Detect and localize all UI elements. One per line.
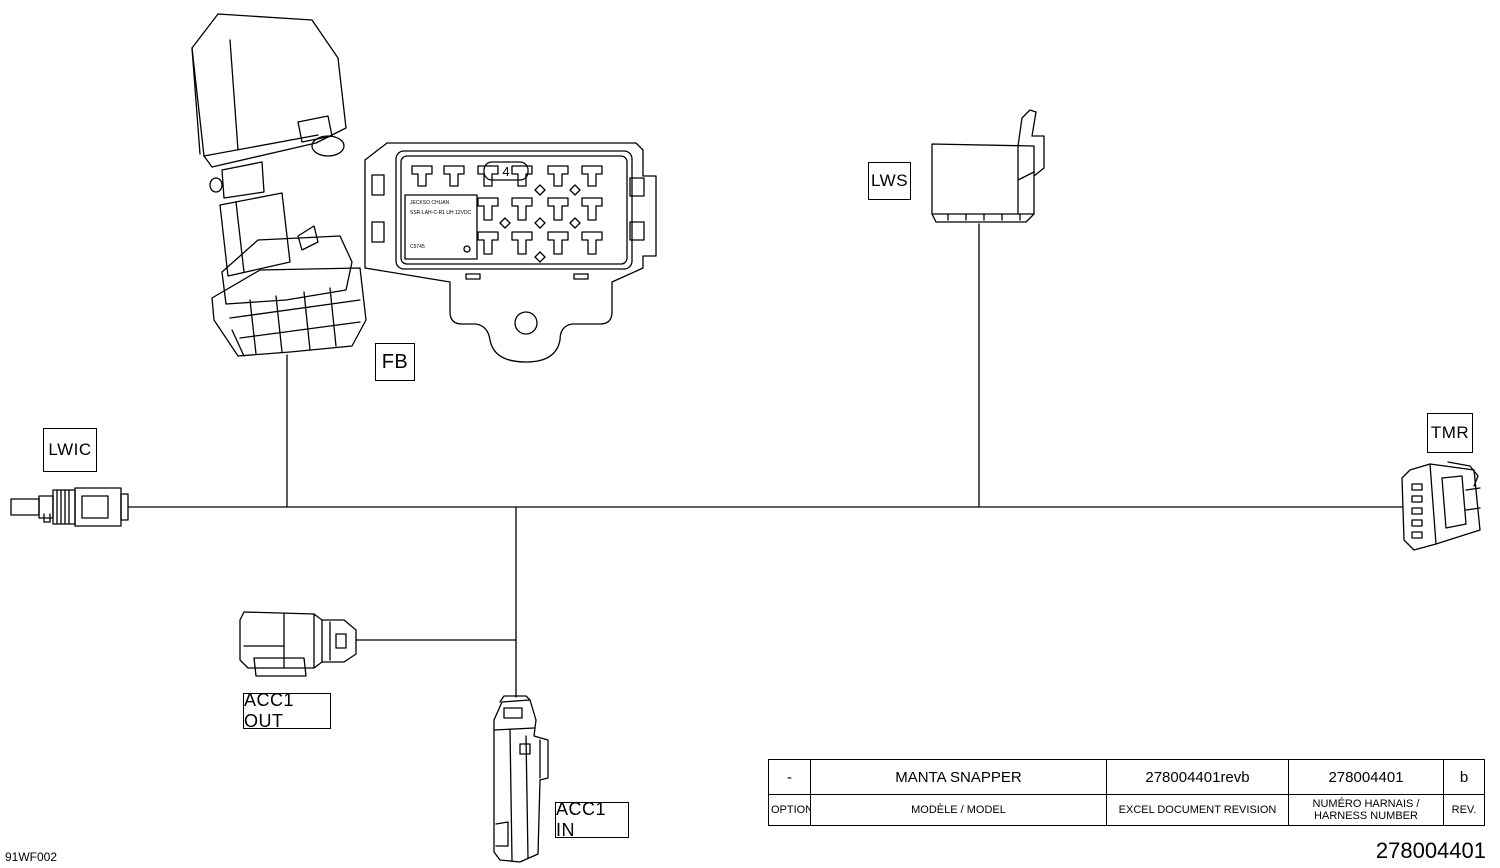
acc1-in-connector [493,695,549,863]
label-acc1-out: ACC1 OUT [243,690,331,731]
lwic-connector [10,487,129,527]
harness-number-header: NUMÉRO HARNAIS / HARNESS NUMBER [1288,794,1444,826]
excel-revision-header: EXCEL DOCUMENT REVISION [1106,794,1289,826]
harness-wires [127,223,1403,698]
terminal-diamonds [499,184,581,263]
label-lwic: LWIC [43,428,97,472]
lws-connector [931,109,1045,223]
label-acc1-in: ACC1 IN [555,799,629,840]
fuse-box-text-3: C5745 [410,244,425,250]
label-fb: FB [375,343,415,381]
drawing-code: 91WF002 [5,850,58,864]
label-lws: LWS [868,162,911,200]
model-value: MANTA SNAPPER [810,759,1107,795]
model-header: MODÈLE / MODEL [810,794,1107,826]
option-value: - [768,759,811,795]
fb-relay-connector [191,13,367,357]
acc1-out-connector [239,611,357,677]
fuse-box-text-1: JECKSO CHUAN [410,200,450,206]
title-block: - MANTA SNAPPER 278004401revb 278004401 … [768,759,1485,826]
rev-value: b [1443,759,1485,795]
harness-number-value: 278004401 [1288,759,1444,795]
fuse-box-text-2: SSR-LAH-C-R1 UH 12VDC [410,210,472,216]
fuse-terminals [411,165,603,255]
rev-header: REV. [1443,794,1485,826]
tmr-connector [1401,461,1481,551]
harness-id: 278004401 [1375,838,1486,863]
fuse-box-top-view [364,142,657,363]
label-tmr: TMR [1427,413,1473,453]
excel-revision-value: 278004401revb [1106,759,1289,795]
fuse-box-tab-number: 4 [502,164,509,179]
option-header: OPTION [768,794,811,826]
